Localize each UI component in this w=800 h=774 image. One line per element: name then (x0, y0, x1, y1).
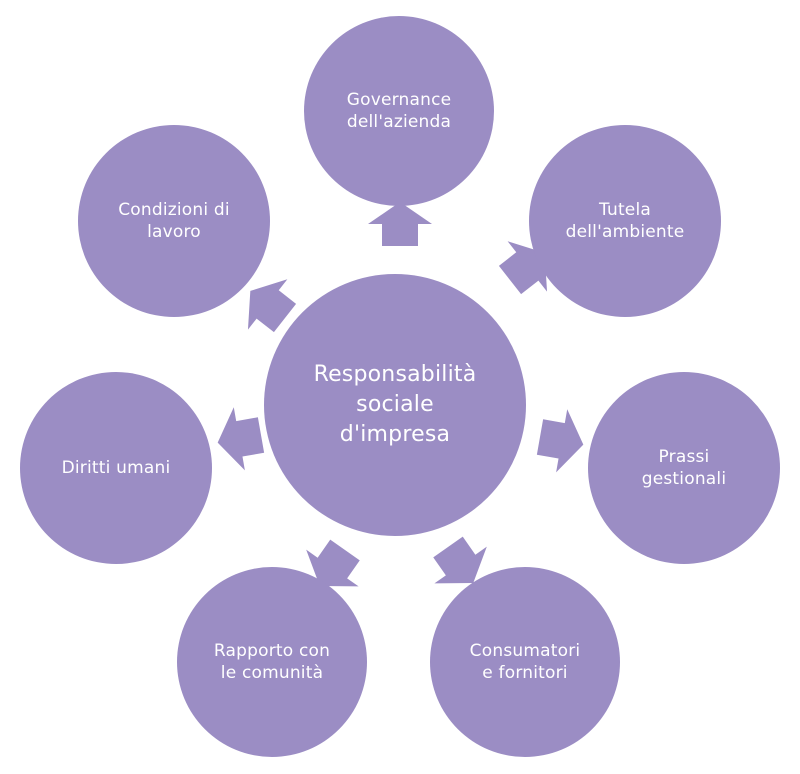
node-diritti-label: Diritti umani (61, 458, 171, 478)
node-tutela-label: Tutela dell'ambiente (565, 200, 685, 242)
node-diritti: Diritti umani (20, 372, 212, 564)
node-condizioni: Condizioni di lavoro (78, 125, 270, 317)
arrow-to-governance (368, 202, 432, 246)
center-label: Responsabilità sociale d'impresa (313, 362, 477, 447)
node-rapporto: Rapporto con le comunità (177, 567, 367, 757)
node-consumatori-label: Consumatori e fornitori (469, 641, 581, 683)
node-tutela: Tutela dell'ambiente (529, 125, 721, 317)
node-consumatori: Consumatori e fornitori (430, 567, 620, 757)
node-condizioni-label: Condizioni di lavoro (118, 200, 230, 242)
node-prassi-label: Prassi gestionali (641, 447, 727, 489)
node-rapporto-label: Rapporto con le comunità (213, 641, 331, 683)
center-node: Responsabilità sociale d'impresa (264, 274, 526, 536)
arrow-to-prassi (536, 409, 584, 473)
node-governance-label: Governance dell'azienda (346, 90, 452, 132)
node-governance: Governance dell'azienda (304, 16, 494, 206)
arrow-to-diritti (217, 407, 265, 471)
arrow-to-condizioni (247, 279, 297, 333)
arrow-to-rapporto (306, 539, 360, 587)
node-prassi: Prassi gestionali (588, 372, 780, 564)
arrow-to-consumatori (433, 536, 487, 584)
